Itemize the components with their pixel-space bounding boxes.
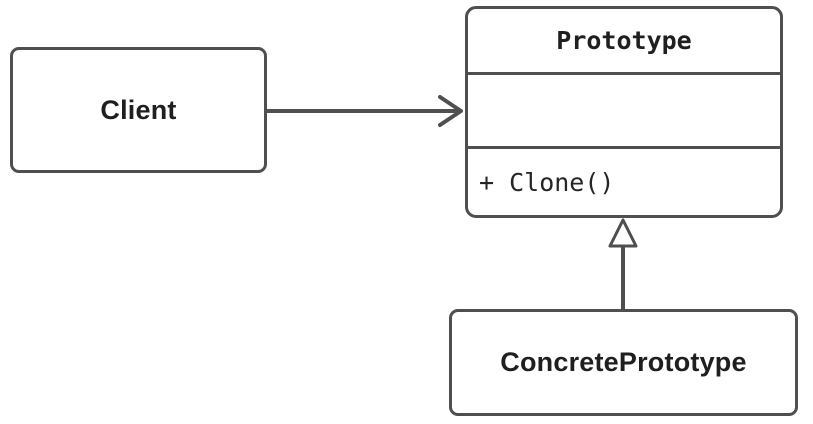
client-node: Client: [10, 47, 267, 173]
prototype-class-node: Prototype + Clone(): [465, 6, 783, 218]
prototype-title-section: Prototype: [468, 9, 780, 75]
inheritance-connector: [608, 218, 638, 309]
prototype-attributes-section: [468, 75, 780, 149]
prototype-class-title: Prototype: [556, 26, 692, 55]
prototype-methods-section: + Clone(): [468, 149, 780, 215]
clone-method-label: + Clone(): [479, 167, 615, 197]
hollow-triangle-arrowhead-icon: [608, 218, 638, 248]
open-arrowhead-icon: [438, 95, 463, 127]
client-label: Client: [100, 94, 177, 125]
association-arrow: [267, 95, 463, 127]
concrete-prototype-label: ConcretePrototype: [500, 347, 747, 377]
concrete-prototype-node: ConcretePrototype: [449, 309, 798, 416]
